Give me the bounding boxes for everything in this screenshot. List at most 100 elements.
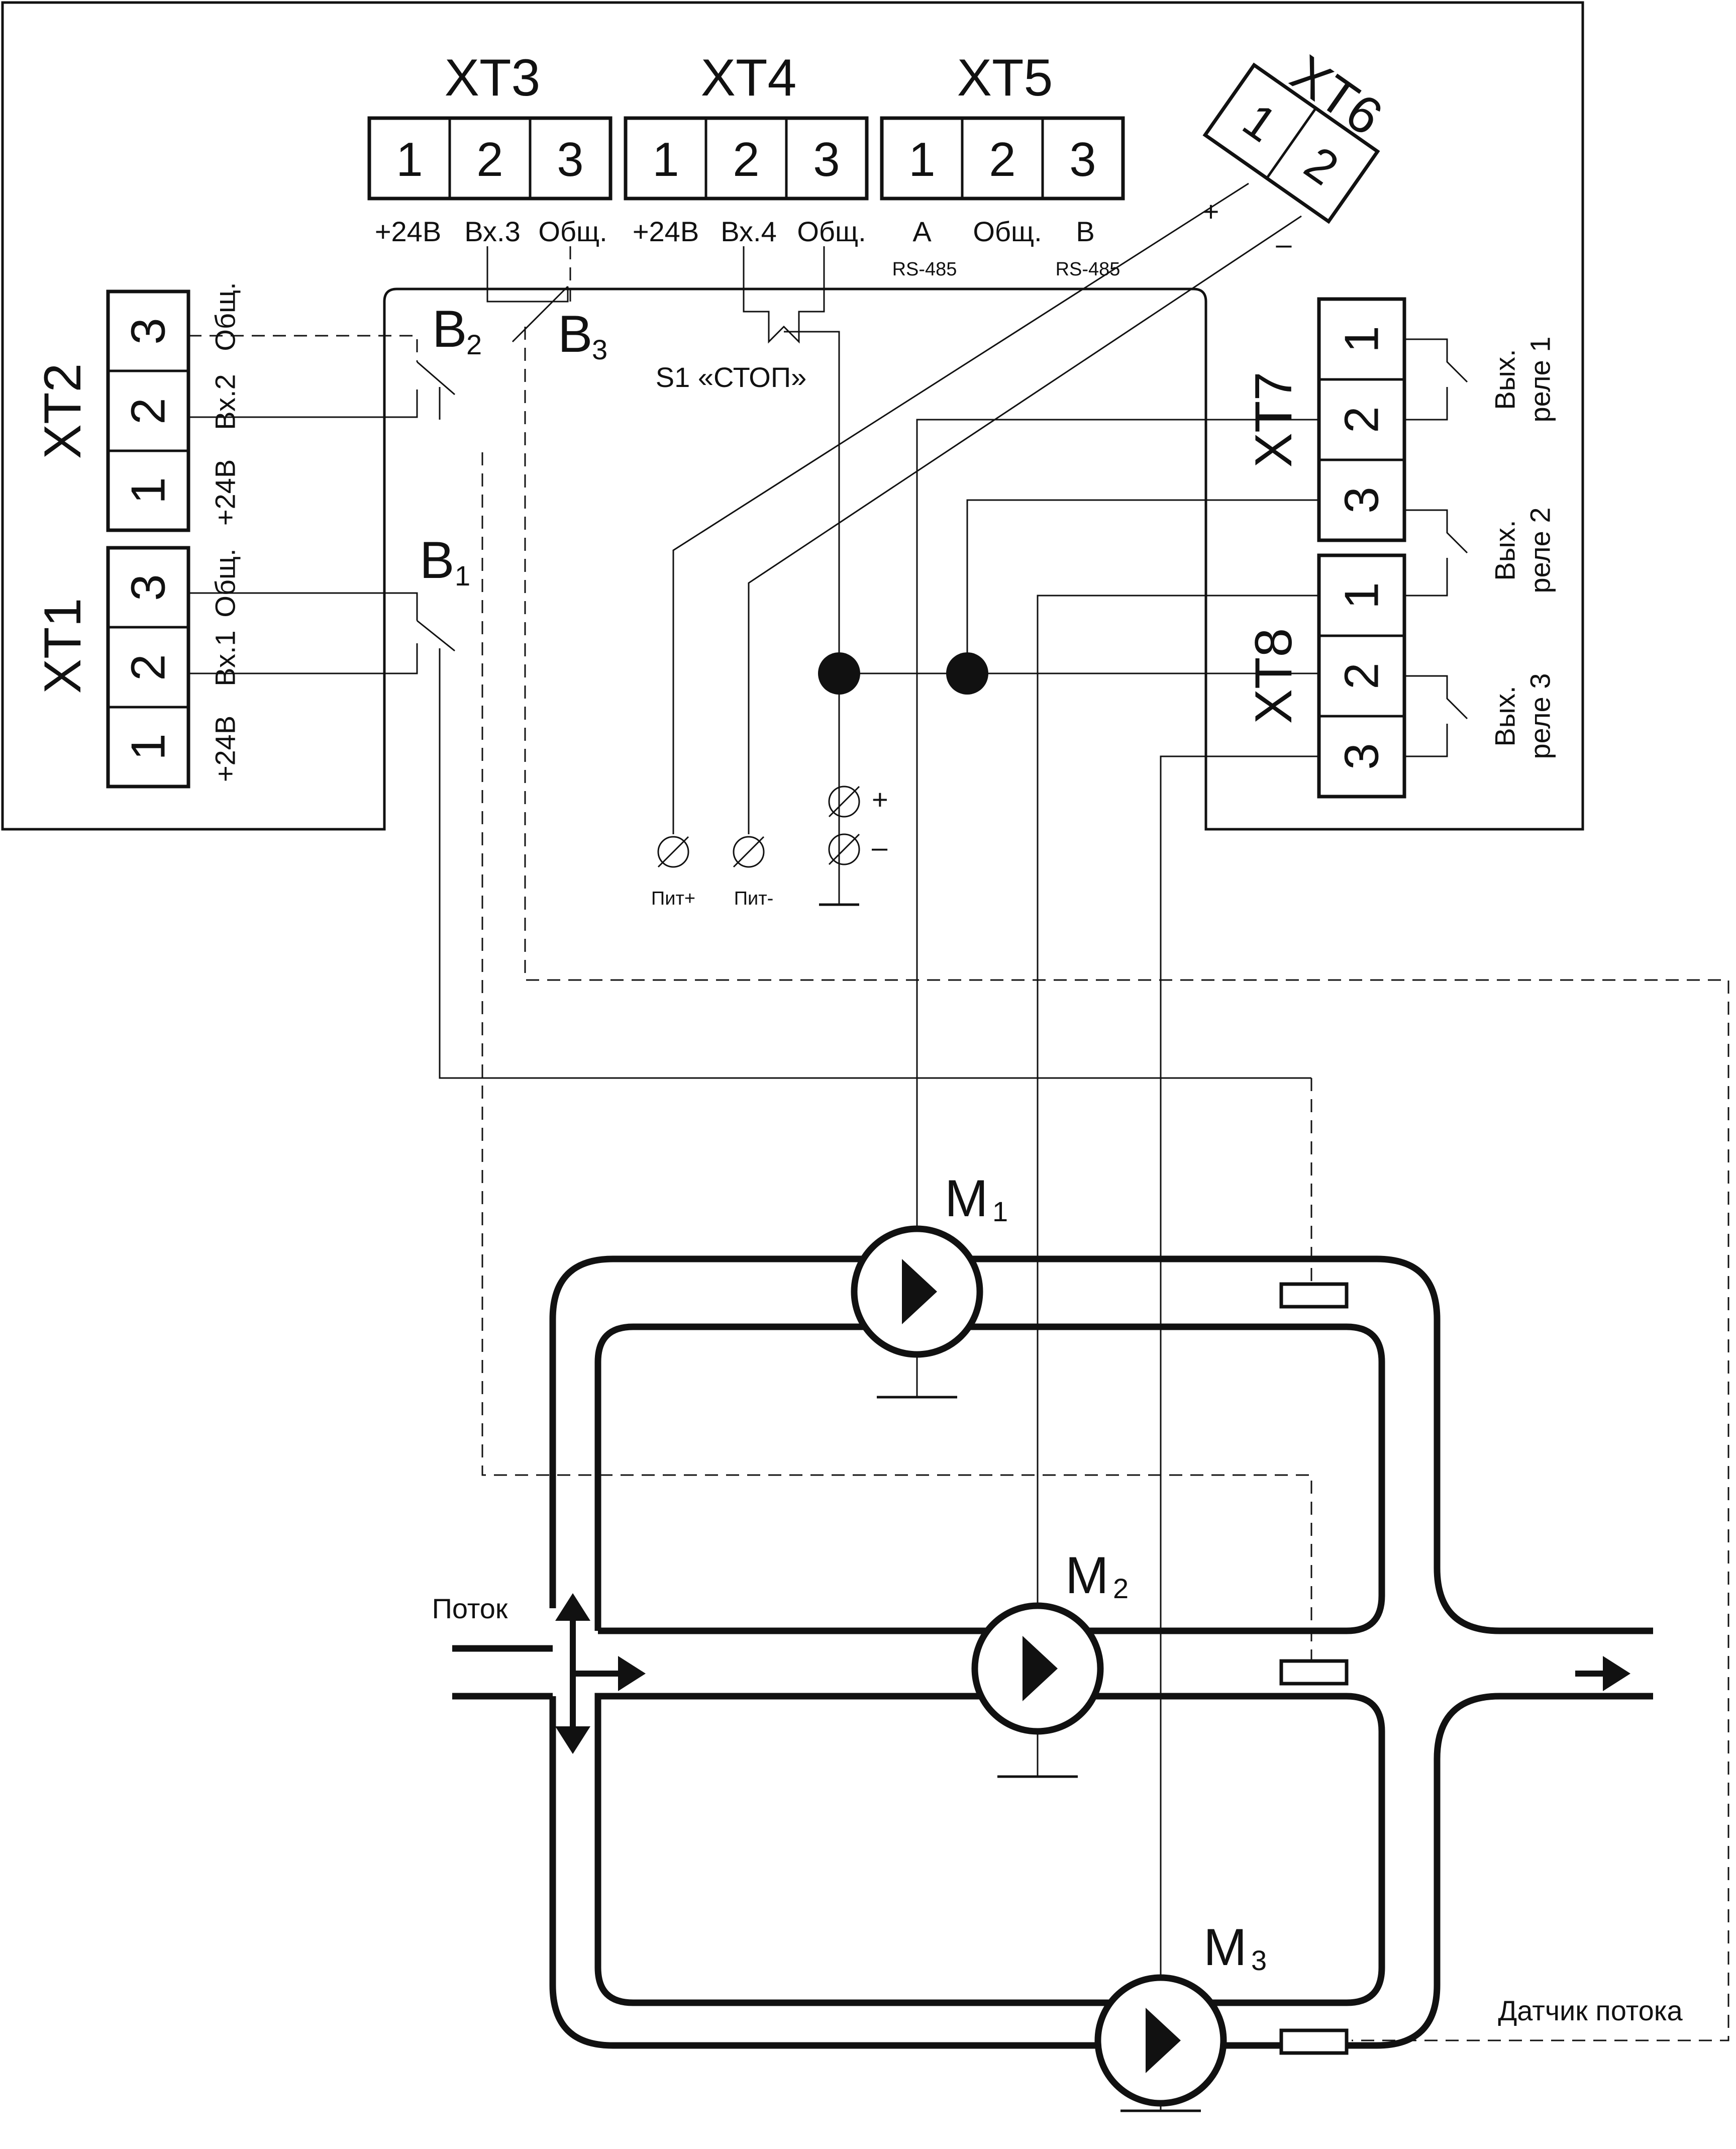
power-pit-plus: Пит+ xyxy=(651,888,695,909)
pump-m3: М 3 xyxy=(1094,1918,1267,2112)
wire-xt7-2-to-m1 xyxy=(916,419,1319,1229)
pump-m3-letter: М xyxy=(1203,1918,1247,1977)
xt5-label: XT5 xyxy=(957,49,1053,107)
xt4-label: XT4 xyxy=(701,49,797,107)
xt3-signal-24v: +24В xyxy=(375,216,441,247)
wire-b3-to-sensor3 xyxy=(524,327,1729,2041)
relay-3-line2: реле 3 xyxy=(1524,673,1556,759)
xt5-rs485-a: RS-485 xyxy=(892,259,957,280)
wire-xt3-in3 xyxy=(486,246,569,303)
xt1-signal-common: Общ. xyxy=(210,548,241,617)
switch-b2-letter: В xyxy=(432,300,467,358)
switch-b3-letter: В xyxy=(558,305,592,363)
pump-m1: М 1 xyxy=(851,1169,1008,1399)
relay-3-line1: Вых. xyxy=(1489,686,1521,746)
xt5-pin-3: 3 xyxy=(1069,133,1096,186)
switch-b2-index: 2 xyxy=(466,329,482,360)
pump-m3-index: 3 xyxy=(1251,1944,1267,1976)
flow-label: Поток xyxy=(432,1593,508,1624)
xt1-pin-2: 2 xyxy=(122,654,175,680)
xt2-signal-common: Общ. xyxy=(210,282,241,351)
flow-sensor-2 xyxy=(1279,1659,1349,1686)
pump-m2-index: 2 xyxy=(1113,1573,1129,1604)
inlet-flow-arrows xyxy=(555,1593,646,1754)
wire-xt2-common-b2 xyxy=(188,335,418,362)
wire-xt6-plus xyxy=(672,182,1249,834)
terminal-block-xt4: XT4 1 2 3 +24В Вх.4 Общ. xyxy=(624,49,869,247)
flow-sensor-1 xyxy=(1279,1282,1349,1309)
xt1-signal-in1: Вх.1 xyxy=(210,630,241,686)
xt5-pin-2: 2 xyxy=(989,133,1015,186)
xt5-signal-common: Общ. xyxy=(973,216,1042,247)
relay-contacts xyxy=(1404,338,1468,757)
terminal-block-xt5: XT5 1 2 3 А Общ. В RS-485 RS-485 xyxy=(880,49,1125,280)
relay-2-line2: реле 2 xyxy=(1524,508,1556,594)
xt1-label: XT1 xyxy=(34,598,92,694)
switch-b2: В 2 xyxy=(188,300,482,420)
xt8-pin-2: 2 xyxy=(1335,662,1389,689)
xt1-pin-1: 1 xyxy=(122,733,175,760)
terminal-block-xt6: 1 2 xyxy=(1202,62,1380,224)
xt2-pin-1: 1 xyxy=(122,477,175,504)
flow-sensor-3 xyxy=(1279,2028,1349,2055)
outlet-flow-arrow xyxy=(1575,1656,1630,1691)
xt4-pin-3: 3 xyxy=(813,133,840,186)
xt4-signal-in4: Вх.4 xyxy=(721,216,776,247)
controller-enclosure-outline xyxy=(1,1,1584,831)
xt3-signal-common: Общ. xyxy=(538,216,607,247)
wire-xt7-3-to-bus xyxy=(966,499,1319,673)
wire-xt2-in2-b2 xyxy=(188,389,418,418)
xt3-pin-2: 2 xyxy=(476,133,503,186)
xt2-signal-in2: Вх.2 xyxy=(210,374,241,430)
xt3-pin-1: 1 xyxy=(396,133,423,186)
terminal-block-xt3: XT3 1 2 3 +24В Вх.3 Общ. xyxy=(367,49,612,247)
wire-b2-to-sensor2 xyxy=(481,452,1312,1664)
wire-xt8-3-to-m3 xyxy=(1160,755,1319,2005)
power-terminals: + – Пит+ Пит- xyxy=(651,784,888,909)
terminal-block-xt1: 3 2 1 XT1 Общ. Вх.1 +24В xyxy=(34,546,241,789)
pump-m2: М 2 xyxy=(971,1546,1129,1778)
xt1-signal-24v: +24В xyxy=(210,716,241,782)
wire-xt1-common-b1 xyxy=(188,592,418,621)
stop-button-s1: S1 «СТОП» xyxy=(656,246,825,393)
power-plus: + xyxy=(872,784,888,815)
switch-b1: В 1 xyxy=(188,531,470,674)
xt2-pin-3: 3 xyxy=(122,318,175,344)
xt5-rs485-b: RS-485 xyxy=(1056,259,1120,280)
switch-b3-index: 3 xyxy=(592,334,607,365)
pump-m2-letter: М xyxy=(1065,1546,1109,1605)
xt5-signal-a: А xyxy=(912,216,932,247)
xt3-signal-in3: Вх.3 xyxy=(464,216,520,247)
switch-b1-index: 1 xyxy=(455,560,470,592)
xt7-pin-3: 3 xyxy=(1335,486,1389,513)
terminal-block-xt2: 3 2 1 XT2 Общ. Вх.2 +24В xyxy=(34,282,241,532)
xt1-pin-3: 3 xyxy=(122,574,175,601)
xt2-pin-2: 2 xyxy=(122,398,175,424)
relay-1-line1: Вых. xyxy=(1489,349,1521,410)
power-pit-minus: Пит- xyxy=(734,888,774,909)
xt4-pin-1: 1 xyxy=(652,133,679,186)
terminal-block-xt8: 1 2 3 XT8 xyxy=(1245,553,1406,799)
xt4-signal-common: Общ. xyxy=(797,216,866,247)
xt3-label: XT3 xyxy=(445,49,541,107)
wire-xt6-minus xyxy=(748,215,1302,834)
xt4-signal-24v: +24В xyxy=(633,216,699,247)
wire-stop-to-bus xyxy=(784,331,840,673)
switch-b1-letter: В xyxy=(420,531,454,590)
xt6-minus-sign: – xyxy=(1276,228,1292,260)
xt7-pin-2: 2 xyxy=(1335,406,1389,433)
xt5-signal-b: В xyxy=(1076,216,1094,247)
relay-2-line1: Вых. xyxy=(1489,520,1521,580)
pipe-network xyxy=(452,1255,1653,2049)
xt8-pin-3: 3 xyxy=(1335,743,1389,769)
xt3-pin-3: 3 xyxy=(557,133,583,186)
pump-m1-letter: М xyxy=(945,1169,988,1228)
xt8-label: XT8 xyxy=(1245,628,1303,724)
xt8-pin-1: 1 xyxy=(1335,582,1389,609)
wire-b1-to-sensor1 xyxy=(439,648,1311,1079)
power-minus: – xyxy=(872,831,888,863)
xt5-pin-1: 1 xyxy=(908,133,935,186)
xt7-pin-1: 1 xyxy=(1335,326,1389,352)
xt4-pin-2: 2 xyxy=(733,133,759,186)
